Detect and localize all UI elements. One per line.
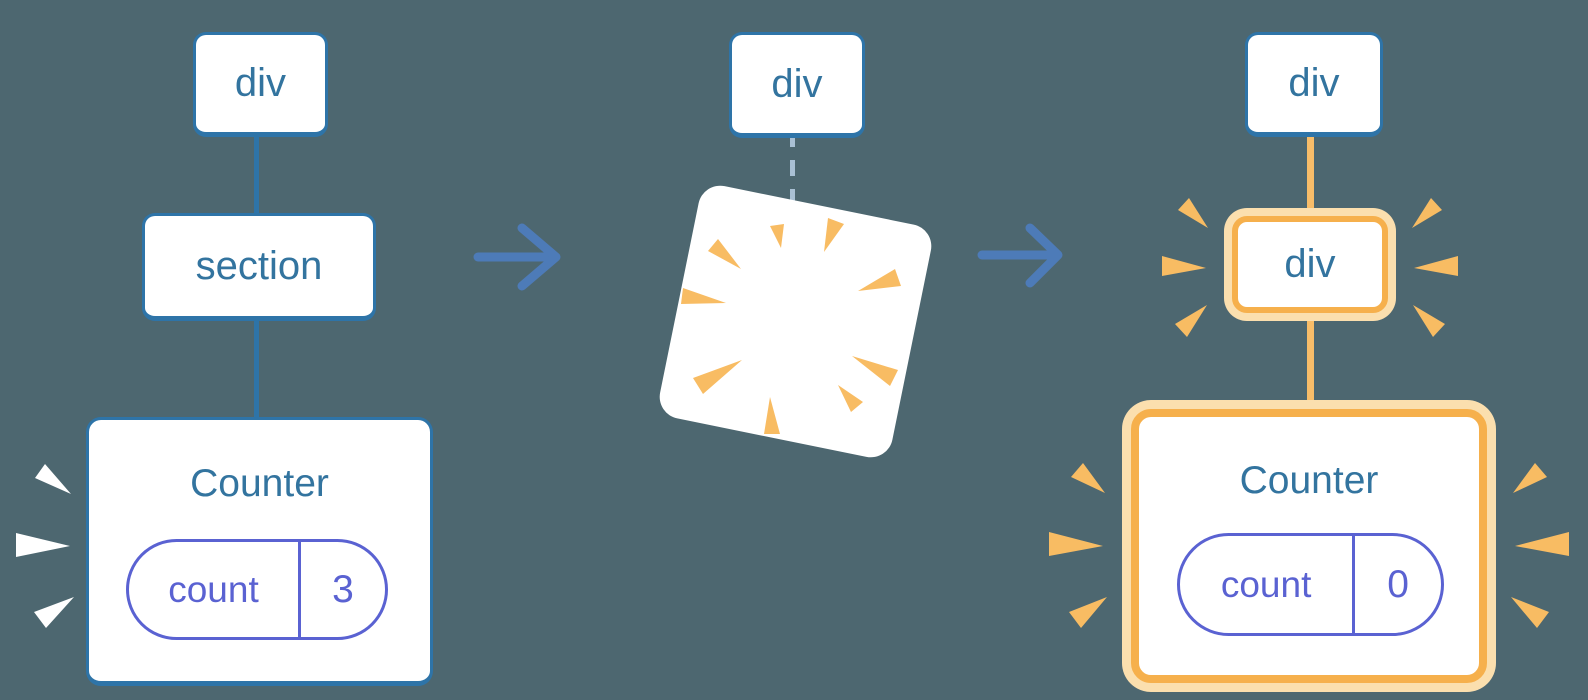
- dom-node-label: div: [234, 61, 287, 105]
- dom-node-div-during: div: [729, 32, 865, 138]
- arrow-right-icon: [977, 223, 1063, 288]
- dom-node-label: div: [1288, 61, 1340, 105]
- dom-node-label: div: [1284, 242, 1336, 286]
- edge-section-counter: [254, 311, 259, 418]
- counter-component-card-before: Counter count 3: [86, 417, 433, 686]
- state-key: count: [129, 542, 301, 637]
- dom-node-div-before: div: [193, 32, 328, 137]
- state-value: 3: [332, 567, 354, 611]
- state-value: 0: [1387, 562, 1409, 606]
- counter-component-card-after: Counter count 0: [1131, 409, 1487, 683]
- poof-marks-icon: [16, 464, 74, 628]
- arrow-right-icon: [473, 223, 561, 291]
- state-pill-after: count 0: [1177, 533, 1444, 636]
- dom-node-section-before: section: [142, 213, 376, 321]
- edge-div-newdiv: [1307, 128, 1314, 218]
- component-title: Counter: [1239, 459, 1379, 502]
- state-pill-before: count 3: [126, 539, 388, 640]
- edge-dashed-removed: [790, 131, 795, 209]
- dom-node-label: div: [771, 61, 823, 106]
- state-key: count: [1180, 536, 1356, 633]
- dom-node-label: section: [195, 243, 323, 288]
- edge-newdiv-counter: [1307, 312, 1314, 410]
- component-title: Counter: [190, 462, 329, 505]
- edge-div-section: [254, 129, 259, 215]
- destroyed-subtree-square: [655, 181, 936, 462]
- dom-node-div-after: div: [1245, 32, 1383, 137]
- dom-node-new-div: div: [1232, 216, 1388, 313]
